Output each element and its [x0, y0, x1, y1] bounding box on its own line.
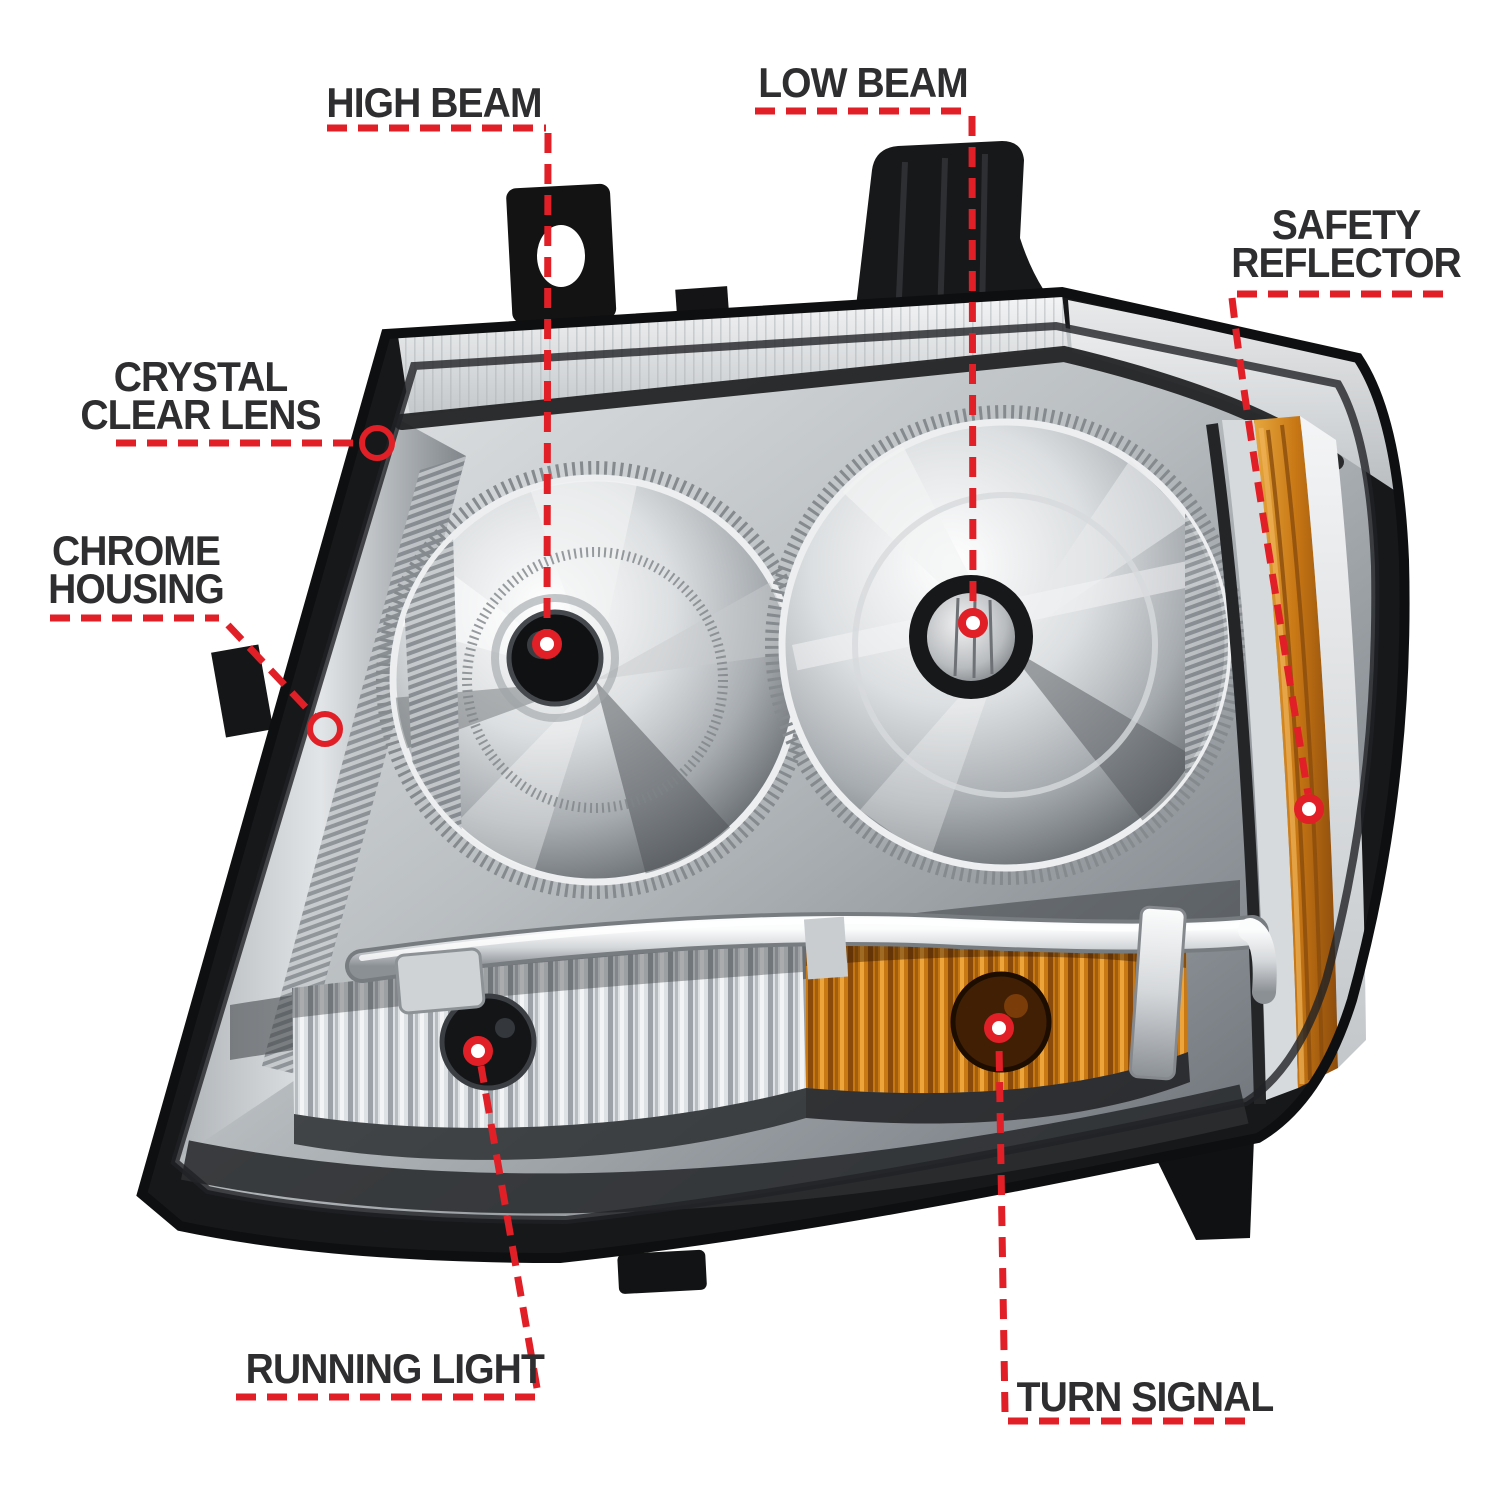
bar-clamp — [394, 947, 486, 1015]
label-line: TURN SIGNAL — [1016, 1373, 1275, 1420]
marker-safety-reflector — [1294, 794, 1324, 824]
leader-low-beam — [755, 107, 977, 610]
label-line: HOUSING — [48, 565, 225, 612]
leader-chrome-housing — [50, 614, 317, 719]
label-line: CLEAR LENS — [80, 391, 321, 438]
side-tab-left — [211, 644, 274, 738]
leader-running-light — [236, 1065, 541, 1401]
label-chrome-housing: CHROME HOUSING — [14, 527, 258, 612]
label-crystal-clear-lens: CRYSTAL CLEAR LENS — [73, 353, 329, 438]
marker-crystal-clear-lens — [359, 425, 395, 461]
label-line: SAFETY — [1271, 201, 1421, 248]
low-beam-chamber — [765, 405, 1245, 885]
bar-strap — [1128, 905, 1187, 1081]
high-beam-chamber — [376, 461, 814, 899]
leader-high-beam — [327, 124, 552, 631]
label-safety-reflector: SAFETY REFLECTOR — [1224, 201, 1468, 286]
label-line: CHROME — [51, 527, 221, 574]
label-low-beam: LOW BEAM — [756, 59, 970, 106]
mounting-brackets — [211, 141, 1254, 1294]
label-line: LOW BEAM — [758, 59, 968, 106]
mounting-tab-hole — [537, 225, 585, 287]
marker-chrome-housing — [307, 711, 343, 747]
label-line: HIGH BEAM — [326, 79, 542, 126]
safety-reflector-strip — [1206, 416, 1366, 1105]
label-line: RUNNING LIGHT — [245, 1345, 545, 1392]
label-turn-signal: TURN SIGNAL — [1016, 1373, 1275, 1420]
leader-turn-signal — [995, 1043, 1252, 1425]
mounting-tab-bottom — [1152, 1138, 1254, 1240]
label-line: CRYSTAL — [113, 353, 289, 400]
label-running-light: RUNNING LIGHT — [245, 1345, 545, 1392]
leader-lines — [50, 107, 1450, 1425]
mounting-bracket-right — [853, 141, 1078, 334]
marker-high-beam — [532, 629, 562, 659]
label-high-beam: HIGH BEAM — [326, 79, 542, 126]
marker-low-beam — [958, 608, 988, 638]
marker-running-light — [463, 1036, 493, 1066]
callout-markers — [307, 425, 1324, 1066]
label-line: REFLECTOR — [1231, 239, 1462, 286]
marker-turn-signal — [984, 1013, 1014, 1043]
leader-safety-reflector — [1228, 290, 1450, 795]
